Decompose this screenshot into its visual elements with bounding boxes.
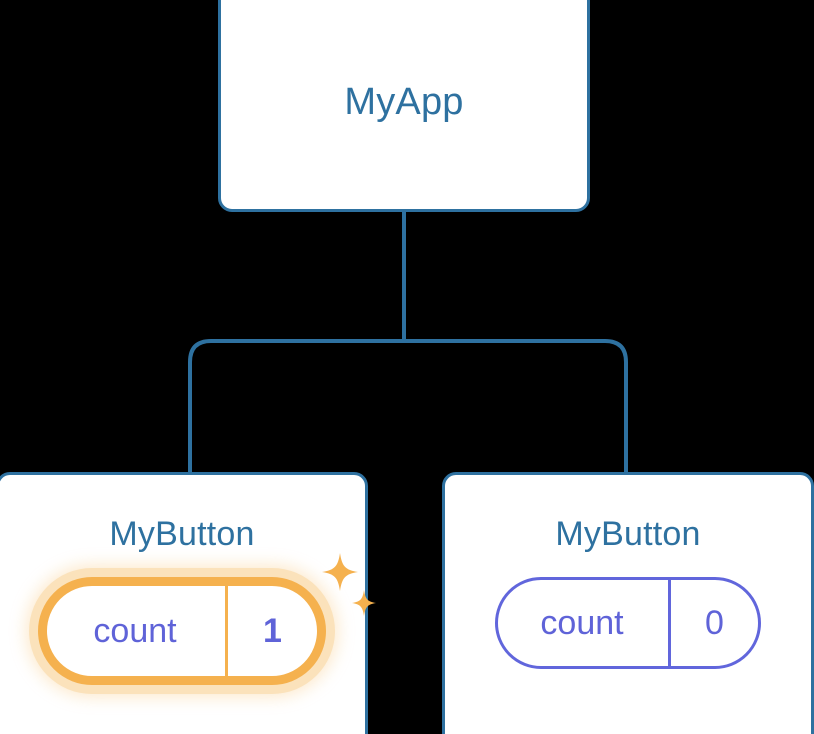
- state-pill-left[interactable]: count 1: [38, 577, 326, 685]
- state-pill-right-wrapper: count 0: [495, 577, 761, 669]
- node-myapp[interactable]: MyApp: [218, 0, 590, 212]
- node-mybutton-left-title: MyButton: [109, 515, 255, 553]
- state-pill-left-key: count: [93, 612, 177, 650]
- connector-child-bus: [188, 339, 628, 480]
- state-pill-right-key: count: [540, 604, 624, 642]
- node-myapp-title: MyApp: [344, 81, 464, 123]
- sparkle-icon: [322, 553, 358, 591]
- node-mybutton-left[interactable]: MyButton count 1: [0, 472, 376, 734]
- node-mybutton-right-title: MyButton: [555, 515, 701, 553]
- node-mybutton-right[interactable]: MyButton count 0: [442, 472, 814, 734]
- sparkle-group: [322, 553, 376, 616]
- state-pill-right[interactable]: count 0: [495, 577, 761, 669]
- sparkle-small-icon: [352, 590, 376, 616]
- state-pill-left-value: 1: [225, 586, 317, 676]
- state-pill-left-wrapper: count 1: [38, 553, 376, 685]
- state-pill-right-value: 0: [668, 580, 758, 666]
